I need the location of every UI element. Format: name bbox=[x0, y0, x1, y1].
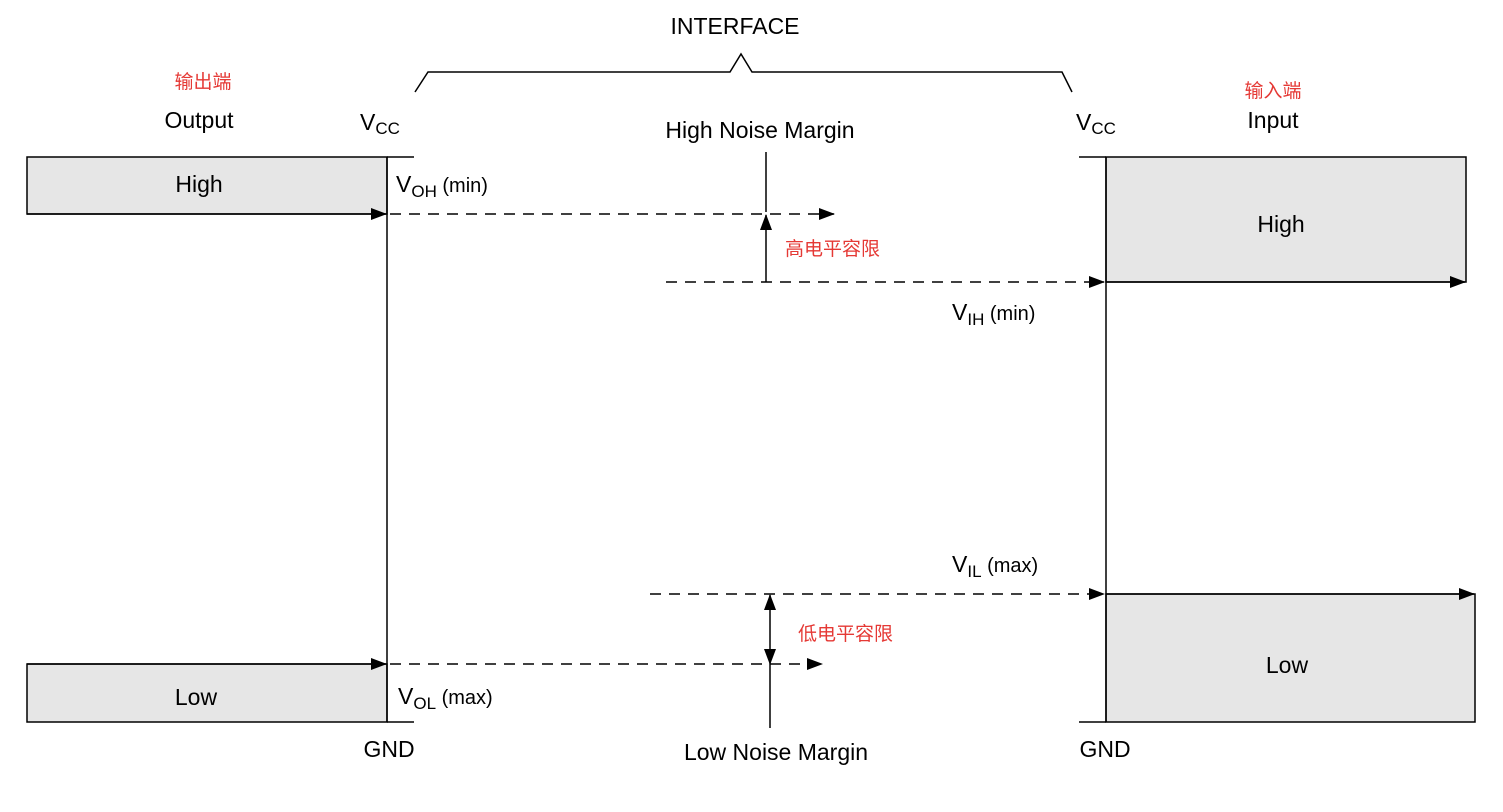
input-high-box bbox=[1105, 156, 1467, 283]
interface-label: INTERFACE bbox=[670, 13, 799, 39]
output-vcc-label: VCC bbox=[360, 109, 400, 138]
low-noise-margin-label: Low Noise Margin bbox=[684, 739, 868, 765]
vil-label: VIL (max) bbox=[952, 551, 1038, 581]
input-gnd-label: GND bbox=[1079, 736, 1130, 762]
output-high-label: High bbox=[175, 171, 222, 197]
input-low-label: Low bbox=[1266, 652, 1309, 678]
voh-label: VOH (min) bbox=[396, 171, 488, 201]
output-gnd-label: GND bbox=[363, 736, 414, 762]
output-high-box bbox=[26, 156, 388, 215]
low-margin-cn-label: 低电平容限 bbox=[798, 623, 893, 645]
interface-brace bbox=[414, 52, 1073, 93]
vol-label: VOL (max) bbox=[398, 683, 493, 713]
input-vcc-label: VCC bbox=[1076, 109, 1116, 138]
input-label: Input bbox=[1247, 107, 1299, 133]
high-margin-cn-label: 高电平容限 bbox=[785, 238, 880, 260]
high-noise-margin-label: High Noise Margin bbox=[665, 117, 854, 143]
input-low-box bbox=[1105, 593, 1476, 723]
output-label: Output bbox=[164, 107, 234, 133]
vih-label: VIH (min) bbox=[952, 299, 1035, 329]
output-low-box bbox=[26, 663, 388, 723]
output-low-label: Low bbox=[175, 684, 218, 710]
input-cn-label: 输入端 bbox=[1244, 80, 1301, 102]
output-cn-label: 输出端 bbox=[174, 71, 231, 93]
input-high-label: High bbox=[1257, 211, 1304, 237]
